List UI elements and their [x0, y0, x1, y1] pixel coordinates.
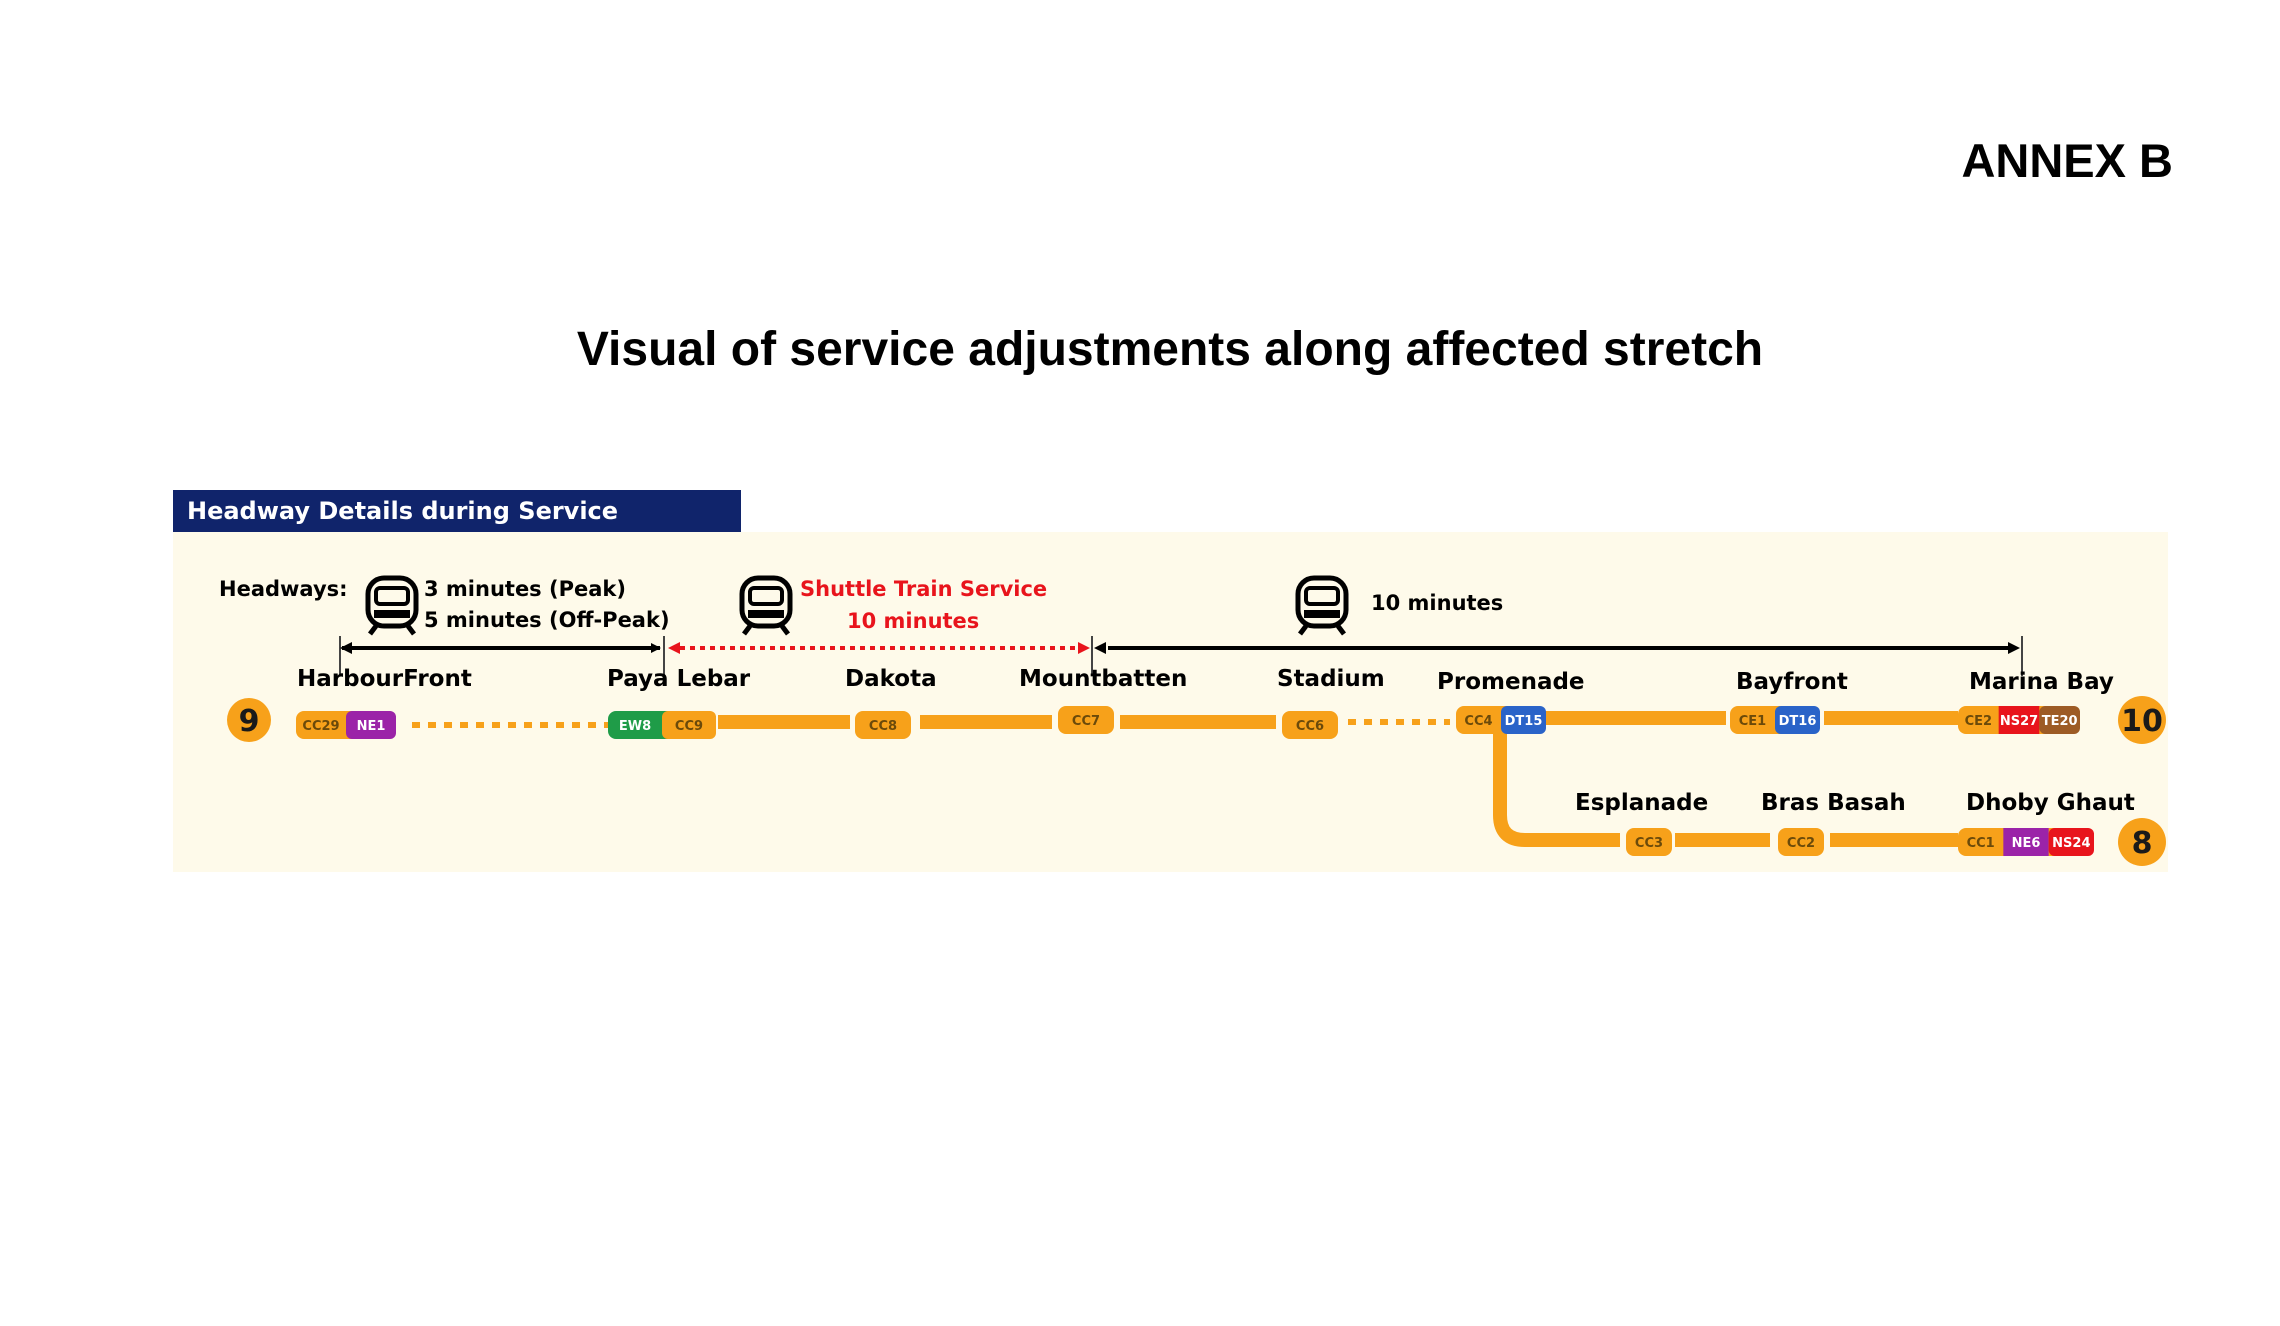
shuttle-headway: 10 minutes — [847, 609, 979, 633]
annex-label: ANNEX B — [1961, 134, 2173, 187]
branch-track — [1493, 732, 1620, 847]
station-code: NS24 — [2052, 836, 2090, 851]
page-heading: Visual of service adjustments along affe… — [576, 323, 1764, 376]
station-code: NS27 — [2000, 714, 2038, 729]
station-code-pill: CE1 DT16 — [1730, 706, 1820, 734]
station-label: Marina Bay — [1969, 669, 2114, 695]
station-code-pill: CC1 NE6 NS24 — [1958, 828, 2094, 856]
station-code-pill: EW8 CC9 — [608, 711, 716, 739]
station-code: CC8 — [869, 719, 897, 734]
station-code: NE1 — [357, 719, 386, 734]
station-label: Mountbatten — [1019, 666, 1187, 692]
train-icon — [365, 575, 419, 636]
station-code: CC1 — [1967, 836, 1995, 851]
station-label: Bras Basah — [1761, 790, 1906, 816]
station-label: HarbourFront — [297, 666, 472, 692]
svg-text:9: 9 — [239, 704, 260, 739]
station-code: DT15 — [1505, 714, 1543, 729]
line-badge-right-main: 10 — [2118, 696, 2166, 744]
segment-3-headway: 10 minutes — [1371, 591, 1503, 615]
svg-text:10: 10 — [2121, 704, 2163, 739]
station-code: CC29 — [302, 719, 339, 734]
station-code-pill: CC7 — [1058, 706, 1114, 734]
station-code: CE1 — [1739, 714, 1766, 729]
station-label: Paya Lebar — [607, 666, 751, 692]
station-code-pill: CC8 — [855, 711, 911, 739]
station-code: EW8 — [619, 719, 651, 734]
svg-text:8: 8 — [2132, 826, 2153, 861]
train-icon — [739, 575, 793, 636]
shuttle-service-label: Shuttle Train Service — [800, 577, 1047, 601]
station-code: CC6 — [1296, 719, 1324, 734]
station-code: CC3 — [1635, 836, 1663, 851]
station-label: Esplanade — [1575, 790, 1708, 816]
station-label: Dhoby Ghaut — [1966, 790, 2135, 816]
station-label: Dakota — [845, 666, 937, 692]
line-badge-right-branch: 8 — [2118, 818, 2166, 866]
station-code: CC9 — [675, 719, 703, 734]
station-label: Stadium — [1277, 666, 1385, 692]
station-code: DT16 — [1779, 714, 1817, 729]
station-code-pill: CC6 — [1282, 711, 1338, 739]
station-code-pill: CC2 — [1778, 828, 1824, 856]
station-code-pill: CE2 NS27 TE20 — [1958, 706, 2080, 734]
station-label: Promenade — [1437, 669, 1585, 695]
line-badge-left: 9 — [227, 698, 271, 742]
diagram-panel — [173, 532, 2168, 872]
station-code: NE6 — [2012, 836, 2041, 851]
station-code: CC7 — [1072, 714, 1100, 729]
station-code-pill: CC29 NE1 — [296, 711, 396, 739]
station-code-pill: CC3 — [1626, 828, 1672, 856]
station-code: CC4 — [1464, 714, 1492, 729]
station-label: Bayfront — [1736, 669, 1848, 695]
headways-label: Headways: — [219, 577, 348, 601]
station-code: TE20 — [2042, 714, 2078, 729]
train-icon — [1295, 575, 1349, 636]
headway-peak: 3 minutes (Peak) — [424, 577, 626, 601]
station-code: CE2 — [1965, 714, 1992, 729]
station-code-pill: CC4 DT15 — [1456, 706, 1546, 734]
station-code: CC2 — [1787, 836, 1815, 851]
headway-offpeak: 5 minutes (Off-Peak) — [424, 608, 670, 632]
